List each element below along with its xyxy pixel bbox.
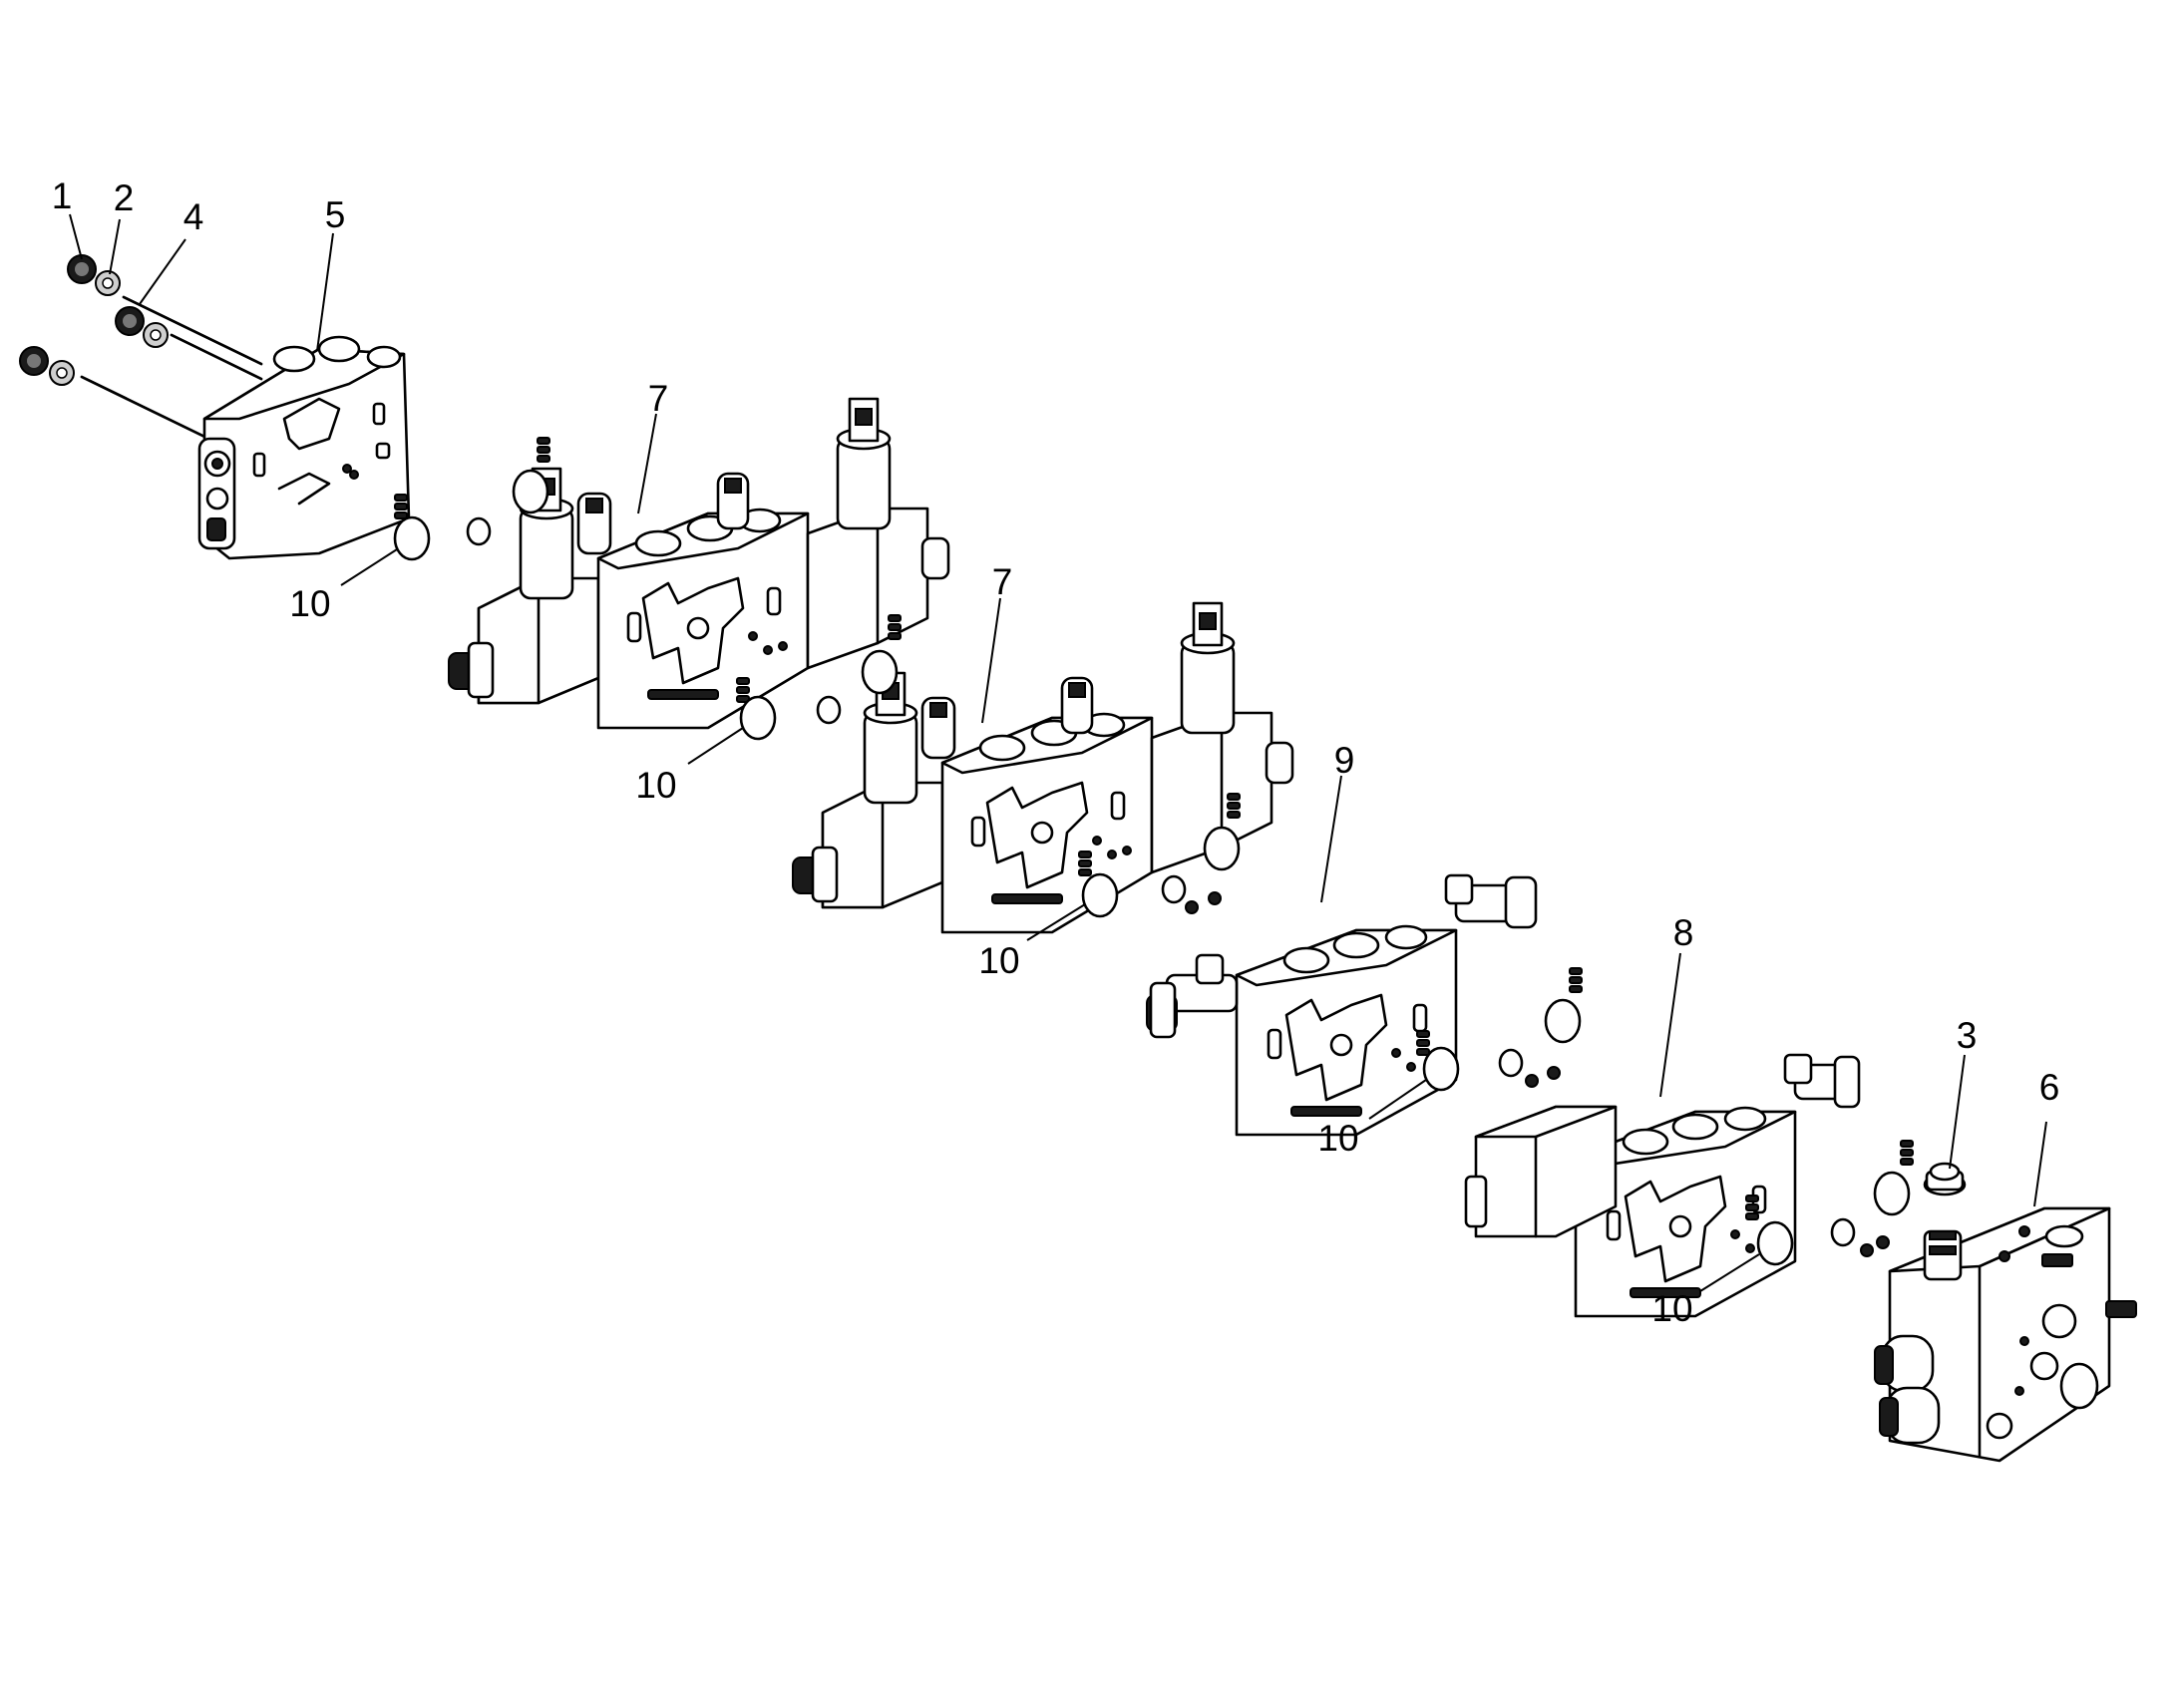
- callout-10: 10: [978, 940, 1019, 981]
- o-ring: [512, 469, 549, 514]
- o-ring: [1830, 1217, 1856, 1247]
- callout-9: 9: [1334, 740, 1355, 781]
- spring: [537, 437, 550, 463]
- tie-rod-4: [80, 295, 263, 451]
- seal-ball: [1876, 1235, 1890, 1249]
- spring: [736, 677, 750, 703]
- callout-2: 2: [114, 177, 135, 218]
- o-ring: [1161, 874, 1187, 904]
- o-ring-10: [1081, 872, 1119, 918]
- o-ring: [1544, 998, 1582, 1044]
- callout-labels: 1 2 4 5 7 7 9 8 3 6 10 10 10 10 10: [52, 175, 2060, 1329]
- end-cover-6: [1874, 1206, 2137, 1463]
- spring: [1900, 1140, 1914, 1166]
- seal-ball: [1185, 900, 1199, 914]
- seal-ball: [1525, 1074, 1539, 1088]
- washer-2: [143, 322, 169, 348]
- callout-7: 7: [992, 561, 1013, 602]
- section-9: [1146, 873, 1538, 1137]
- spring: [394, 494, 408, 519]
- nut-1: [115, 306, 145, 336]
- callout-1: 1: [52, 175, 73, 216]
- spring: [1078, 851, 1092, 876]
- o-ring: [466, 516, 492, 546]
- o-ring-10: [393, 515, 431, 561]
- o-ring-10: [1756, 1220, 1794, 1266]
- section-8: [1464, 1053, 1861, 1318]
- o-ring: [1498, 1048, 1524, 1078]
- washer-2: [95, 270, 121, 296]
- plug-3: [1923, 1162, 1967, 1196]
- seal-ball: [1208, 891, 1222, 905]
- callout-3: 3: [1957, 1015, 1978, 1056]
- spring: [1569, 967, 1583, 993]
- callout-8: 8: [1673, 912, 1694, 953]
- washer-2: [49, 360, 75, 386]
- seal-ball: [1547, 1066, 1561, 1080]
- o-ring: [1873, 1171, 1911, 1216]
- callout-6: 6: [2039, 1067, 2060, 1108]
- o-ring: [816, 695, 842, 725]
- callout-10: 10: [635, 765, 676, 806]
- leader-lines: [69, 213, 2047, 1292]
- nut-1: [19, 346, 49, 376]
- callout-4: 4: [183, 196, 204, 237]
- spring: [888, 614, 902, 640]
- seal-ball: [1860, 1243, 1874, 1257]
- callout-10: 10: [1651, 1288, 1692, 1329]
- spring: [1227, 793, 1241, 819]
- o-ring: [1203, 826, 1241, 871]
- o-ring-10: [739, 695, 777, 741]
- callout-10: 10: [1317, 1118, 1358, 1159]
- callout-5: 5: [325, 194, 346, 235]
- section-7-second: [791, 601, 1294, 934]
- o-ring: [861, 649, 899, 695]
- inlet-cover-5: [197, 335, 411, 560]
- callout-10: 10: [289, 583, 330, 624]
- nut-1: [67, 254, 97, 284]
- inlet-cover-group: [19, 254, 431, 561]
- o-ring-10: [1422, 1046, 1460, 1092]
- callout-7: 7: [648, 378, 669, 419]
- spring: [1745, 1195, 1759, 1220]
- spring: [1416, 1030, 1430, 1056]
